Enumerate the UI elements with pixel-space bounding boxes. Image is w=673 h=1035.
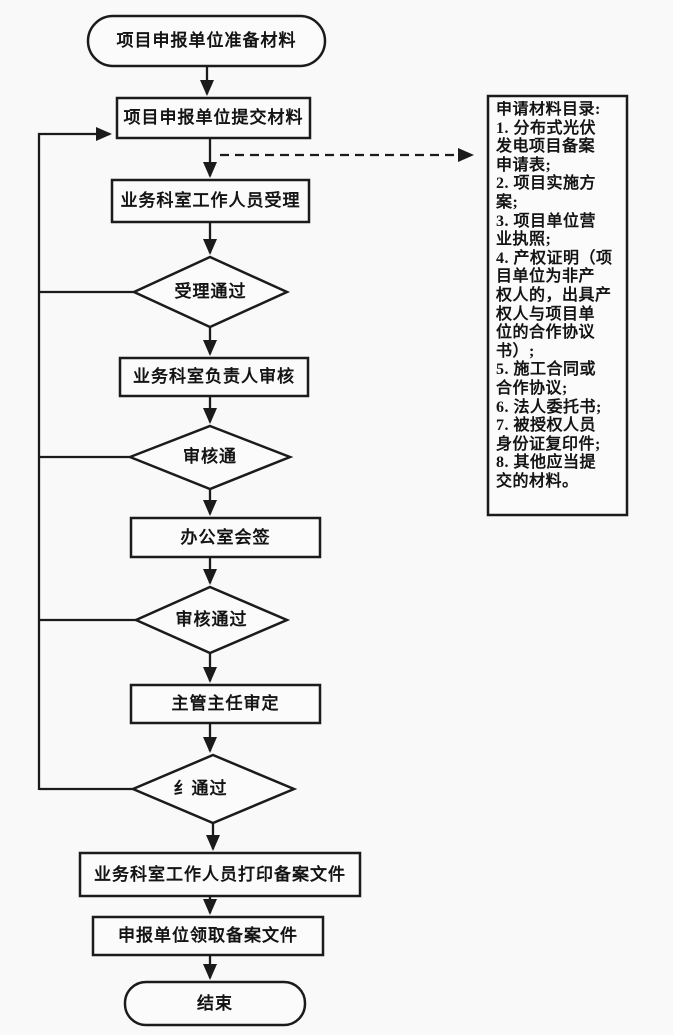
review-check-1-decision-shape [126,424,294,491]
accept-check-decision-shape [131,255,291,329]
print-document-process-shape [78,851,362,898]
review-check-2-decision-shape [132,585,291,655]
edge-reject-feedback [37,134,136,791]
director-review-process-shape [129,683,322,725]
start-terminator-shape [86,14,327,68]
materials-panel-shape [486,94,629,517]
connector-edges [37,66,474,980]
countersign-process-shape [129,516,322,559]
materials-panel-text: 申请材料目录: 1. 分布式光伏 发电项目备案 申请表; 2. 项目实施方 案;… [496,101,613,490]
end-terminator-shape [123,980,307,1027]
accept-process-shape [110,178,311,224]
leader-review-process-shape [118,356,310,398]
node-shapes [78,14,629,1027]
submit-process-shape [115,96,312,140]
collect-document-process-shape [91,915,325,957]
approval-check-decision-shape [129,753,298,825]
